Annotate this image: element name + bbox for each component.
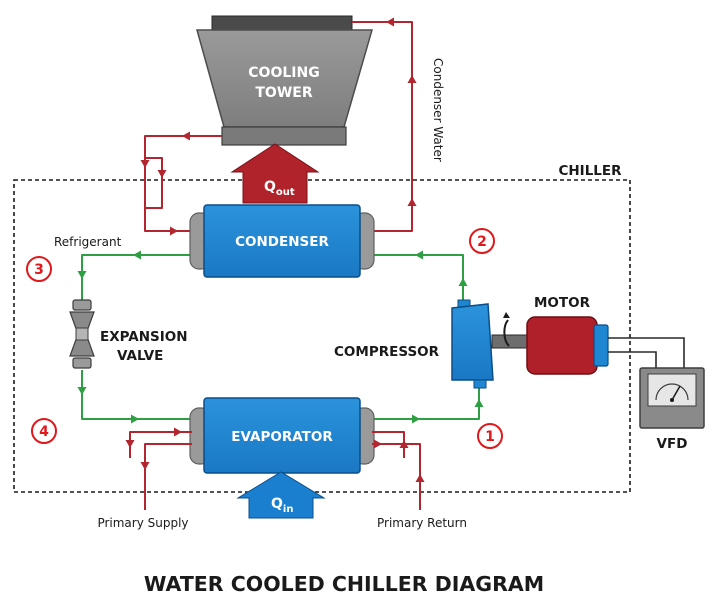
motor-body	[526, 316, 598, 375]
drive-shaft	[491, 312, 531, 349]
tower-outlet-branch	[145, 157, 163, 209]
primary-return-branch	[372, 431, 405, 458]
refrigerant-label: Refrigerant	[54, 235, 122, 249]
svg-text:4: 4	[39, 424, 49, 440]
rotation-arrow-icon	[503, 319, 510, 347]
condenser-water-return-line	[352, 21, 413, 232]
expansion-valve-label-line1: EXPANSION	[100, 329, 188, 345]
refrigerant-suction	[372, 385, 480, 420]
primary-water-arrows	[125, 427, 425, 482]
diagram-title: WATER COOLED CHILLER DIAGRAM	[144, 572, 544, 596]
q-out-arrow: Qout	[230, 143, 320, 204]
compressor	[451, 299, 494, 389]
vfd	[639, 367, 705, 429]
condenser-water-label: Condenser Water	[431, 58, 445, 162]
svg-text:2: 2	[477, 234, 487, 250]
primary-supply-label: Primary Supply	[97, 516, 188, 530]
marker-2: 2	[469, 228, 495, 254]
tower-label-line2: TOWER	[255, 85, 312, 101]
condenser-label: CONDENSER	[235, 234, 329, 250]
compressor-body	[451, 303, 494, 381]
tower-label-line1: COOLING	[248, 65, 319, 81]
q-out-label: Qout	[264, 179, 295, 198]
svg-text:1: 1	[485, 429, 495, 445]
vfd-label: VFD	[657, 436, 688, 452]
q-in-arrow: Qin	[236, 471, 326, 519]
valve-top-cap	[72, 299, 92, 311]
q-in-label: Qin	[271, 496, 293, 515]
cooling-tower: COOLING TOWER	[196, 15, 373, 146]
motor	[526, 316, 609, 375]
chiller-label: CHILLER	[558, 163, 622, 179]
valve-bottom-cap	[72, 357, 92, 369]
tower-basin	[221, 126, 347, 146]
evaporator: EVAPORATOR	[189, 397, 375, 474]
primary-water-lines	[129, 431, 421, 510]
vfd-wiring	[608, 337, 685, 370]
primary-return-line	[372, 443, 421, 510]
tower-top-cap	[211, 15, 353, 31]
refrigerant-loop	[81, 254, 480, 420]
expansion-valve	[69, 299, 95, 369]
condenser-shell	[203, 204, 361, 278]
valve-neck	[75, 327, 89, 341]
refrigerant-discharge	[372, 254, 464, 302]
primary-supply-branch	[129, 431, 192, 458]
condenser: CONDENSER	[189, 204, 375, 278]
marker-1: 1	[477, 423, 503, 449]
motor-end-cap	[593, 324, 609, 367]
refrigerant-condenser-outlet	[81, 254, 192, 300]
svg-text:3: 3	[34, 262, 44, 278]
primary-return-label: Primary Return	[377, 516, 467, 530]
marker-3: 3	[26, 256, 52, 282]
marker-4: 4	[31, 418, 57, 444]
compressor-label: COMPRESSOR	[334, 344, 440, 360]
condenser-water-arrows	[140, 17, 417, 236]
primary-supply-line	[144, 443, 192, 510]
expansion-valve-label-line2: VALVE	[117, 348, 163, 364]
compressor-suction-port	[473, 379, 487, 389]
chiller-boundary	[13, 179, 631, 493]
gauge-needle	[671, 385, 681, 401]
refrigerant-arrows	[77, 250, 484, 424]
gauge-icon	[655, 383, 689, 401]
evaporator-label: EVAPORATOR	[231, 429, 333, 445]
refrigerant-to-evaporator	[81, 370, 192, 420]
motor-label: MOTOR	[534, 295, 591, 311]
